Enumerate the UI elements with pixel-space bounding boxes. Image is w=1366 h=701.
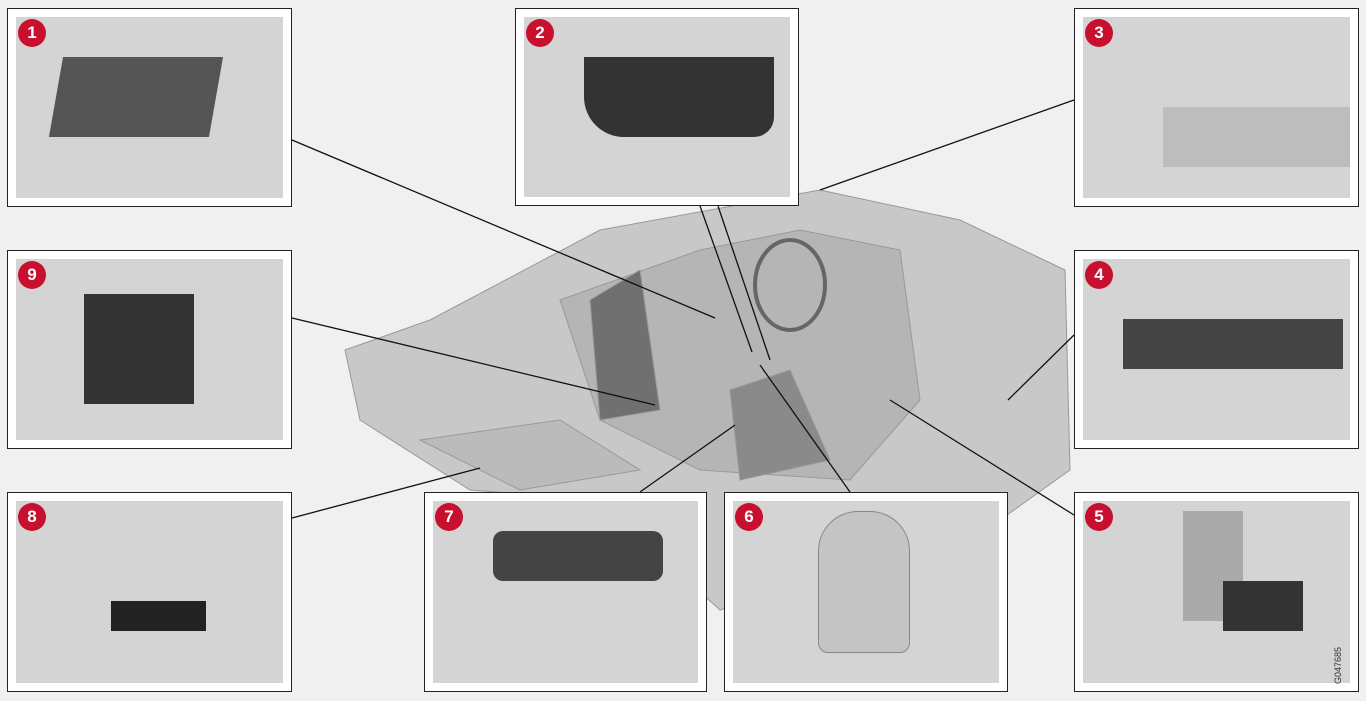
figure-code: G047685 — [1333, 646, 1343, 684]
callout-panel-7: 7 — [424, 492, 707, 692]
callout-badge: 5 — [1085, 503, 1113, 531]
callout-panel-4: 4 — [1074, 250, 1359, 449]
callout-panel-3: 3 — [1074, 8, 1359, 207]
callout-badge: 9 — [18, 261, 46, 289]
callout-badge: 4 — [1085, 261, 1113, 289]
callout-panel-1: 1 — [7, 8, 292, 207]
callout-badge: 7 — [435, 503, 463, 531]
callout-panel-2: 2 — [515, 8, 799, 206]
callout-panel-6: 6 — [724, 492, 1008, 692]
callout-badge: 1 — [18, 19, 46, 47]
callout-panel-8: 8 — [7, 492, 292, 692]
callout-panel-9: 9 — [7, 250, 292, 449]
callout-badge: 3 — [1085, 19, 1113, 47]
leader-lines — [291, 99, 1075, 519]
callout-panel-5: 5 — [1074, 492, 1359, 692]
callout-badge: 8 — [18, 503, 46, 531]
callout-badge: 2 — [526, 19, 554, 47]
callout-badge: 6 — [735, 503, 763, 531]
